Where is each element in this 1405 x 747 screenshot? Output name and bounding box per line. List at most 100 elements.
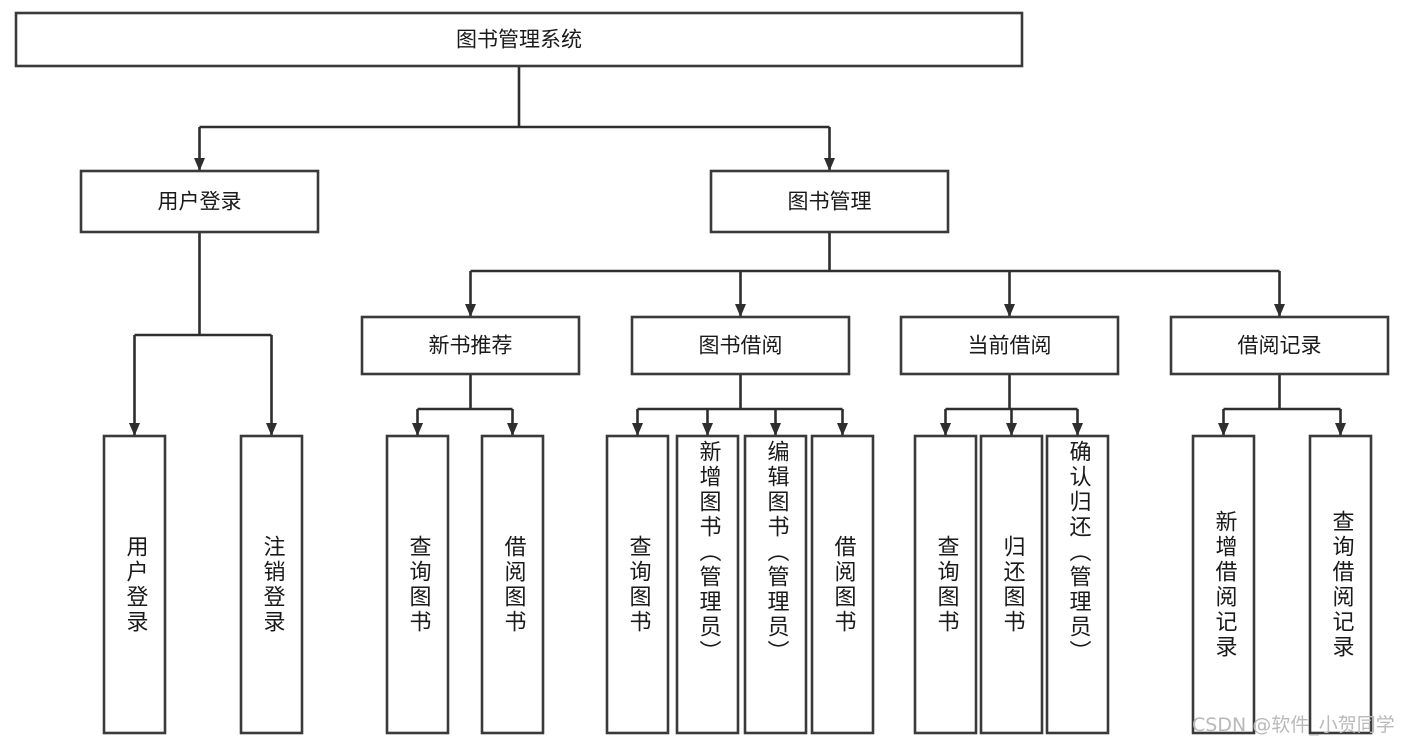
leaf-node-0-label-wrap: 用户登录 xyxy=(104,436,165,733)
leaf-node-12-label: 查询借阅记录 xyxy=(1328,509,1354,660)
level3-node-1[interactable]: 图书借阅 xyxy=(630,315,851,376)
level2-node-1[interactable]: 图书管理 xyxy=(709,169,950,234)
leaf-node-7-label-wrap: 借阅图书 xyxy=(812,436,873,733)
leaf-node-8[interactable]: 查询图书 xyxy=(913,434,978,735)
leaf-node-7-rect[interactable] xyxy=(810,434,875,735)
level3-node-2-rect[interactable] xyxy=(899,315,1120,376)
leaf-node-11-rect[interactable] xyxy=(1191,434,1256,735)
leaf-node-5[interactable]: 新增图书（管理员） xyxy=(675,434,740,735)
leaf-node-12-labelbox: 查询借阅记录 xyxy=(1310,436,1371,733)
leaf-node-5-label-wrap: 新增图书（管理员） xyxy=(677,436,738,733)
leaf-node-9-rect[interactable] xyxy=(979,434,1044,735)
leaf-node-0-rect[interactable] xyxy=(102,434,167,735)
leaf-node-3[interactable]: 借阅图书 xyxy=(480,434,545,735)
level2-node-0[interactable]: 用户登录 xyxy=(79,169,320,234)
leaf-node-8-label-wrap: 查询图书 xyxy=(915,436,976,733)
leaf-node-4-labelbox: 查询图书 xyxy=(625,534,651,635)
level3-2-to-leaves-arrow-1 xyxy=(1006,423,1017,436)
leaf-node-1-label-wrap: 注销登录 xyxy=(241,436,302,733)
leaf-node-6-labelbox: 编辑图书（管理员） xyxy=(763,440,789,665)
leaf-node-1-labelbox: 注销登录 xyxy=(241,436,302,733)
level3-node-3-rect[interactable] xyxy=(1169,315,1390,376)
level3-node-2-label: 当前借阅 xyxy=(968,334,1052,358)
level3-2-to-leaves-arrow-0 xyxy=(940,423,951,436)
leaf-node-4[interactable]: 查询图书 xyxy=(605,434,670,735)
level3-1-to-leaves-arrow-1 xyxy=(702,423,713,436)
leaf-node-11-label: 新增借阅记录 xyxy=(1211,509,1237,660)
leaf-node-3-rect[interactable] xyxy=(480,434,545,735)
connector-layer xyxy=(129,66,1346,436)
leaf-node-9-labelbox: 归还图书 xyxy=(981,436,1042,733)
level2-1-to-level3-arrow-2 xyxy=(1004,304,1015,317)
leaf-node-3-label-wrap: 借阅图书 xyxy=(482,436,543,733)
level3-node-0-label: 新书推荐 xyxy=(429,334,513,358)
leaf-node-2-labelbox: 查询图书 xyxy=(405,534,431,635)
leaf-node-3-labelbox: 借阅图书 xyxy=(482,436,543,733)
leaf-node-9-label-wrap: 归还图书 xyxy=(981,436,1042,733)
level2-node-1-label: 图书管理 xyxy=(788,190,872,214)
leaf-node-12-label-wrap: 查询借阅记录 xyxy=(1310,436,1371,733)
leaf-node-7-labelbox: 借阅图书 xyxy=(812,436,873,733)
leaf-node-10-rect[interactable] xyxy=(1045,434,1110,735)
level3-node-1-label: 图书借阅 xyxy=(699,334,783,358)
leaf-node-10-label-wrap: 确认归还（管理员） xyxy=(1047,436,1108,733)
leaf-node-11-labelbox: 新增借阅记录 xyxy=(1193,436,1254,733)
leaf-node-11[interactable]: 新增借阅记录 xyxy=(1191,434,1256,735)
level2-0-to-leaves-arrow-1 xyxy=(266,423,277,436)
leaf-node-1[interactable]: 注销登录 xyxy=(239,434,304,735)
level3-node-1-rect[interactable] xyxy=(630,315,851,376)
leaf-node-4-rect[interactable] xyxy=(605,434,670,735)
leaf-node-0[interactable]: 用户登录 xyxy=(102,434,167,735)
root-to-level2-arrow-1 xyxy=(824,158,835,171)
leaf-node-8-rect[interactable] xyxy=(913,434,978,735)
leaf-node-9-label: 归还图书 xyxy=(999,534,1025,635)
leaf-node-1-rect[interactable] xyxy=(239,434,304,735)
leaf-node-7-label: 借阅图书 xyxy=(830,534,856,635)
leaf-node-11-label-wrap: 新增借阅记录 xyxy=(1193,436,1254,733)
level3-3-to-leaves-arrow-0 xyxy=(1218,423,1229,436)
level3-node-3[interactable]: 借阅记录 xyxy=(1169,315,1390,376)
leaf-node-6[interactable]: 编辑图书（管理员） xyxy=(743,434,808,735)
leaf-node-8-labelbox: 查询图书 xyxy=(915,436,976,733)
level3-1-to-leaves-arrow-2 xyxy=(770,423,781,436)
leaf-node-12-rect[interactable] xyxy=(1308,434,1373,735)
leaf-node-6-rect[interactable] xyxy=(743,434,808,735)
leaf-node-12[interactable]: 查询借阅记录 xyxy=(1308,434,1373,735)
root-to-level2-arrow-0 xyxy=(194,158,205,171)
leaf-node-2-label: 查询图书 xyxy=(405,534,431,635)
leaf-node-2-rect[interactable] xyxy=(385,434,450,735)
level3-node-3-label: 借阅记录 xyxy=(1238,334,1322,358)
level3-node-0[interactable]: 新书推荐 xyxy=(360,315,581,376)
level3-3-to-leaves-arrow-1 xyxy=(1335,423,1346,436)
level2-1-to-level3-arrow-1 xyxy=(735,304,746,317)
leaf-node-3-label: 借阅图书 xyxy=(500,534,526,635)
level3-1-to-leaves-arrow-3 xyxy=(837,423,848,436)
level3-node-0-rect[interactable] xyxy=(360,315,581,376)
leaf-node-10-labelbox: 确认归还（管理员） xyxy=(1047,436,1108,733)
leaf-node-8-label: 查询图书 xyxy=(933,534,959,635)
level3-1-to-leaves-arrow-0 xyxy=(632,423,643,436)
leaf-node-10[interactable]: 确认归还（管理员） xyxy=(1045,434,1110,735)
root-node-rect[interactable] xyxy=(14,11,1024,68)
level2-node-0-rect[interactable] xyxy=(79,169,320,234)
leaf-node-5-label: 新增图书（管理员） xyxy=(695,440,721,665)
leaf-node-10-label: 确认归还（管理员） xyxy=(1065,440,1091,665)
level2-node-1-rect[interactable] xyxy=(709,169,950,234)
leaf-node-4-label: 查询图书 xyxy=(625,534,651,635)
level3-2-to-leaves-arrow-2 xyxy=(1072,423,1083,436)
level2-node-0-label: 用户登录 xyxy=(158,190,242,214)
level3-node-2[interactable]: 当前借阅 xyxy=(899,315,1120,376)
leaf-node-0-label: 用户登录 xyxy=(122,534,148,635)
leaf-node-6-label: 编辑图书（管理员） xyxy=(763,440,789,665)
leaf-node-9[interactable]: 归还图书 xyxy=(979,434,1044,735)
level2-0-to-leaves-arrow-0 xyxy=(129,423,140,436)
leaf-node-5-rect[interactable] xyxy=(675,434,740,735)
leaf-node-2[interactable]: 查询图书 xyxy=(385,434,450,735)
root-node[interactable]: 图书管理系统 xyxy=(14,11,1024,68)
root-node-label: 图书管理系统 xyxy=(456,28,582,52)
leaf-node-7[interactable]: 借阅图书 xyxy=(810,434,875,735)
level2-1-to-level3-arrow-0 xyxy=(465,304,476,317)
leaf-node-5-labelbox: 新增图书（管理员） xyxy=(677,436,738,733)
